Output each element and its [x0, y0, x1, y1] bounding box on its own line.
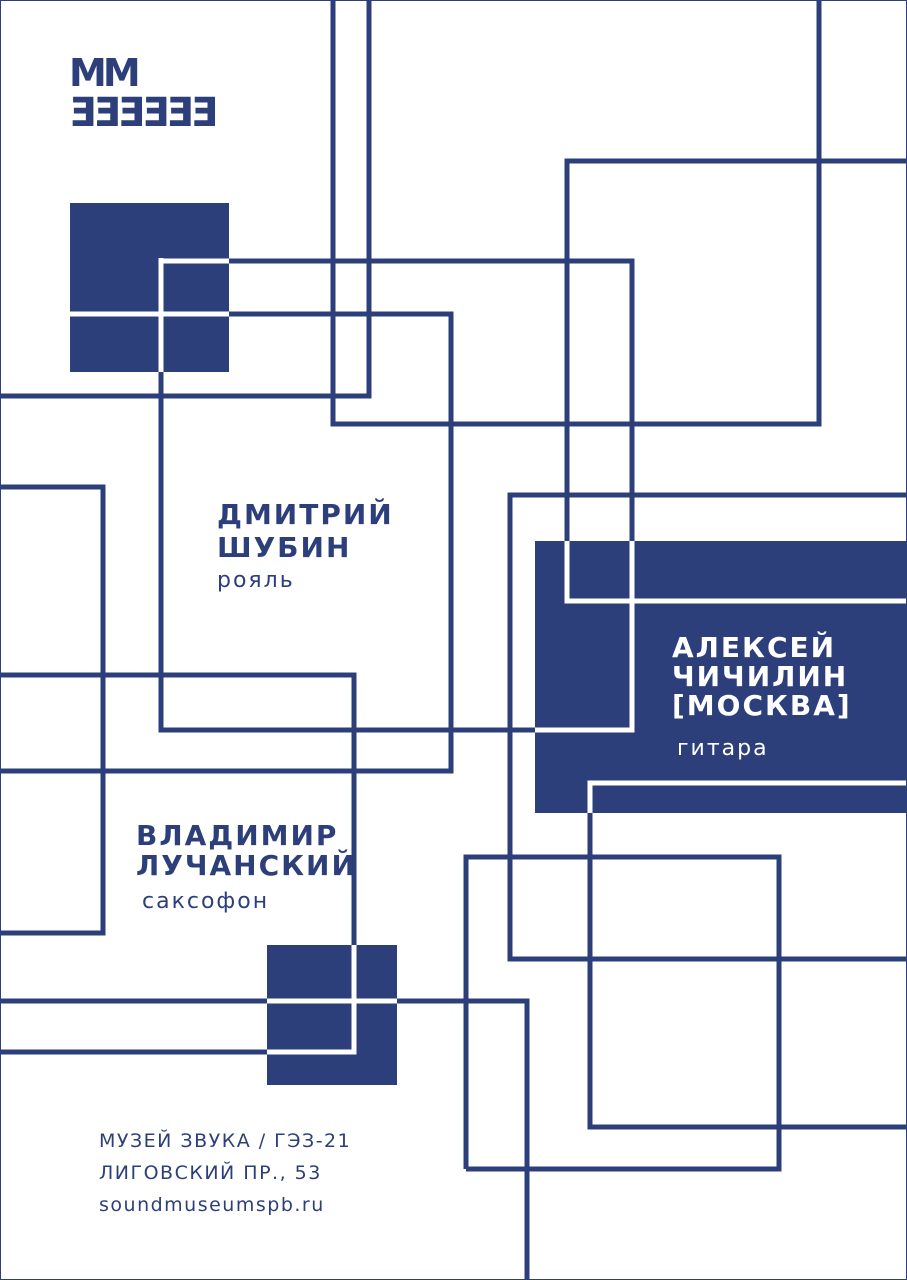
white-line-4: [564, 541, 906, 604]
performer-1-name-line2: ШУБИН: [217, 531, 352, 564]
solid-square-top-left: [70, 203, 229, 372]
line-9: [1, 672, 357, 945]
performer-3-name-line1: ВЛАДИМИР: [136, 819, 339, 852]
performer-1-name-line1: ДМИТРИЙ: [217, 498, 394, 531]
performer-3-name-line2: ЛУЧАНСКИЙ: [136, 849, 357, 882]
museum-logo: MM: [69, 51, 141, 95]
white-line-8: [267, 945, 357, 1055]
performer-3-instrument: саксофон: [142, 889, 270, 914]
performer-2-instrument: гитара: [677, 736, 769, 761]
museum-logo-waves: ƎƎƎƎƎƎ: [69, 90, 218, 136]
white-line-5: [535, 541, 635, 733]
line-7: [507, 492, 906, 962]
venue-address: ЛИГОВСКИЙ ПР., 53: [99, 1162, 322, 1184]
line-5: [1, 311, 454, 774]
line-11: [463, 854, 782, 1172]
performer-2-city: [МОСКВА]: [672, 689, 852, 722]
solid-rect-right: [535, 541, 906, 813]
line-8: [1, 484, 106, 936]
performer-1-instrument: рояль: [217, 568, 295, 593]
performer-2-name-line2: ЧИЧИЛИН: [672, 660, 849, 693]
white-line-6: [587, 780, 906, 813]
line-14: [397, 998, 530, 1279]
line-1: [1, 1, 372, 399]
line-6: [564, 158, 906, 541]
solid-square-bottom: [267, 945, 397, 1085]
line-2: [330, 1, 822, 427]
line-3: [229, 258, 635, 541]
performer-2-name-line1: АЛЕКСЕЙ: [672, 631, 837, 664]
venue-name: МУЗЕЙ ЗВУКА / ГЭЗ-21: [99, 1130, 352, 1152]
line-10: [587, 813, 906, 1130]
line-4: [158, 372, 535, 733]
venue-website-link[interactable]: soundmuseumspb.ru: [99, 1194, 325, 1216]
